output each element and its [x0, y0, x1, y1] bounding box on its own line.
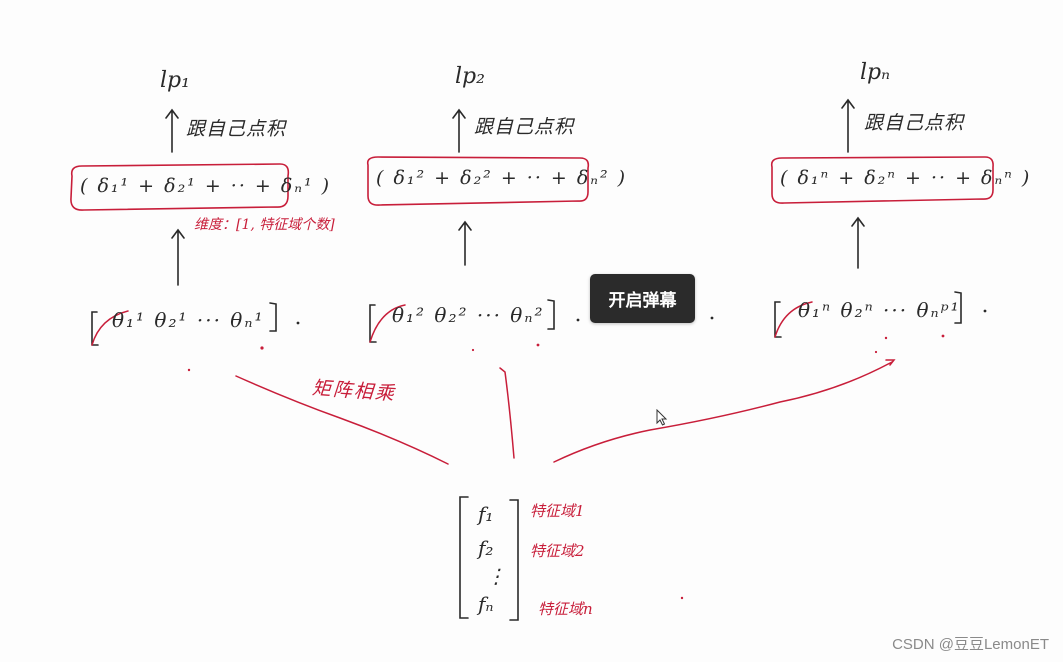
- dot-product-note-2: 跟自己点积: [474, 116, 575, 138]
- theta-vector-n: θ₁ⁿ θ₂ⁿ ··· θₙᵖ¹: [798, 298, 961, 322]
- csdn-watermark: CSDN @豆豆LemonET: [892, 636, 1049, 653]
- feature-item-2: f₂: [478, 536, 494, 560]
- sum-expression-1: ( δ₁¹ + δ₂¹ + ·· + δₙ¹ ): [80, 175, 332, 197]
- theta-vector-2: θ₁² θ₂² ··· θₙ²: [392, 303, 545, 327]
- output-label-lp2: lp₂: [455, 64, 485, 89]
- danmaku-toggle-button[interactable]: 开启弹幕: [590, 274, 695, 323]
- mouse-cursor-icon: [656, 409, 668, 426]
- theta-vector-1: θ₁¹ θ₂¹ ··· θₙ¹: [112, 308, 265, 332]
- dimension-note: 维度：[1, 特征域个数]: [194, 217, 335, 233]
- feature-item-n: fₙ: [478, 592, 494, 616]
- feature-field-label-2: 特征域2: [530, 542, 585, 560]
- output-label-lpn: lpₙ: [860, 60, 891, 85]
- feature-field-label-n: 特征域n: [538, 600, 593, 618]
- sum-expression-n: ( δ₁ⁿ + δ₂ⁿ + ·· + δₙⁿ ): [780, 167, 1032, 189]
- feature-item-1: f₁: [478, 502, 494, 526]
- matrix-multiply-label: 矩阵相乘: [311, 377, 397, 405]
- output-label-lp1: lp₁: [160, 68, 190, 93]
- dot-product-note-n: 跟自己点积: [864, 112, 965, 134]
- sum-expression-2: ( δ₁² + δ₂² + ·· + δₙ² ): [376, 167, 628, 189]
- feature-field-label-1: 特征域1: [530, 502, 585, 520]
- dot-product-note-1: 跟自己点积: [186, 118, 287, 140]
- feature-item-ellipsis: ⋮: [486, 564, 506, 588]
